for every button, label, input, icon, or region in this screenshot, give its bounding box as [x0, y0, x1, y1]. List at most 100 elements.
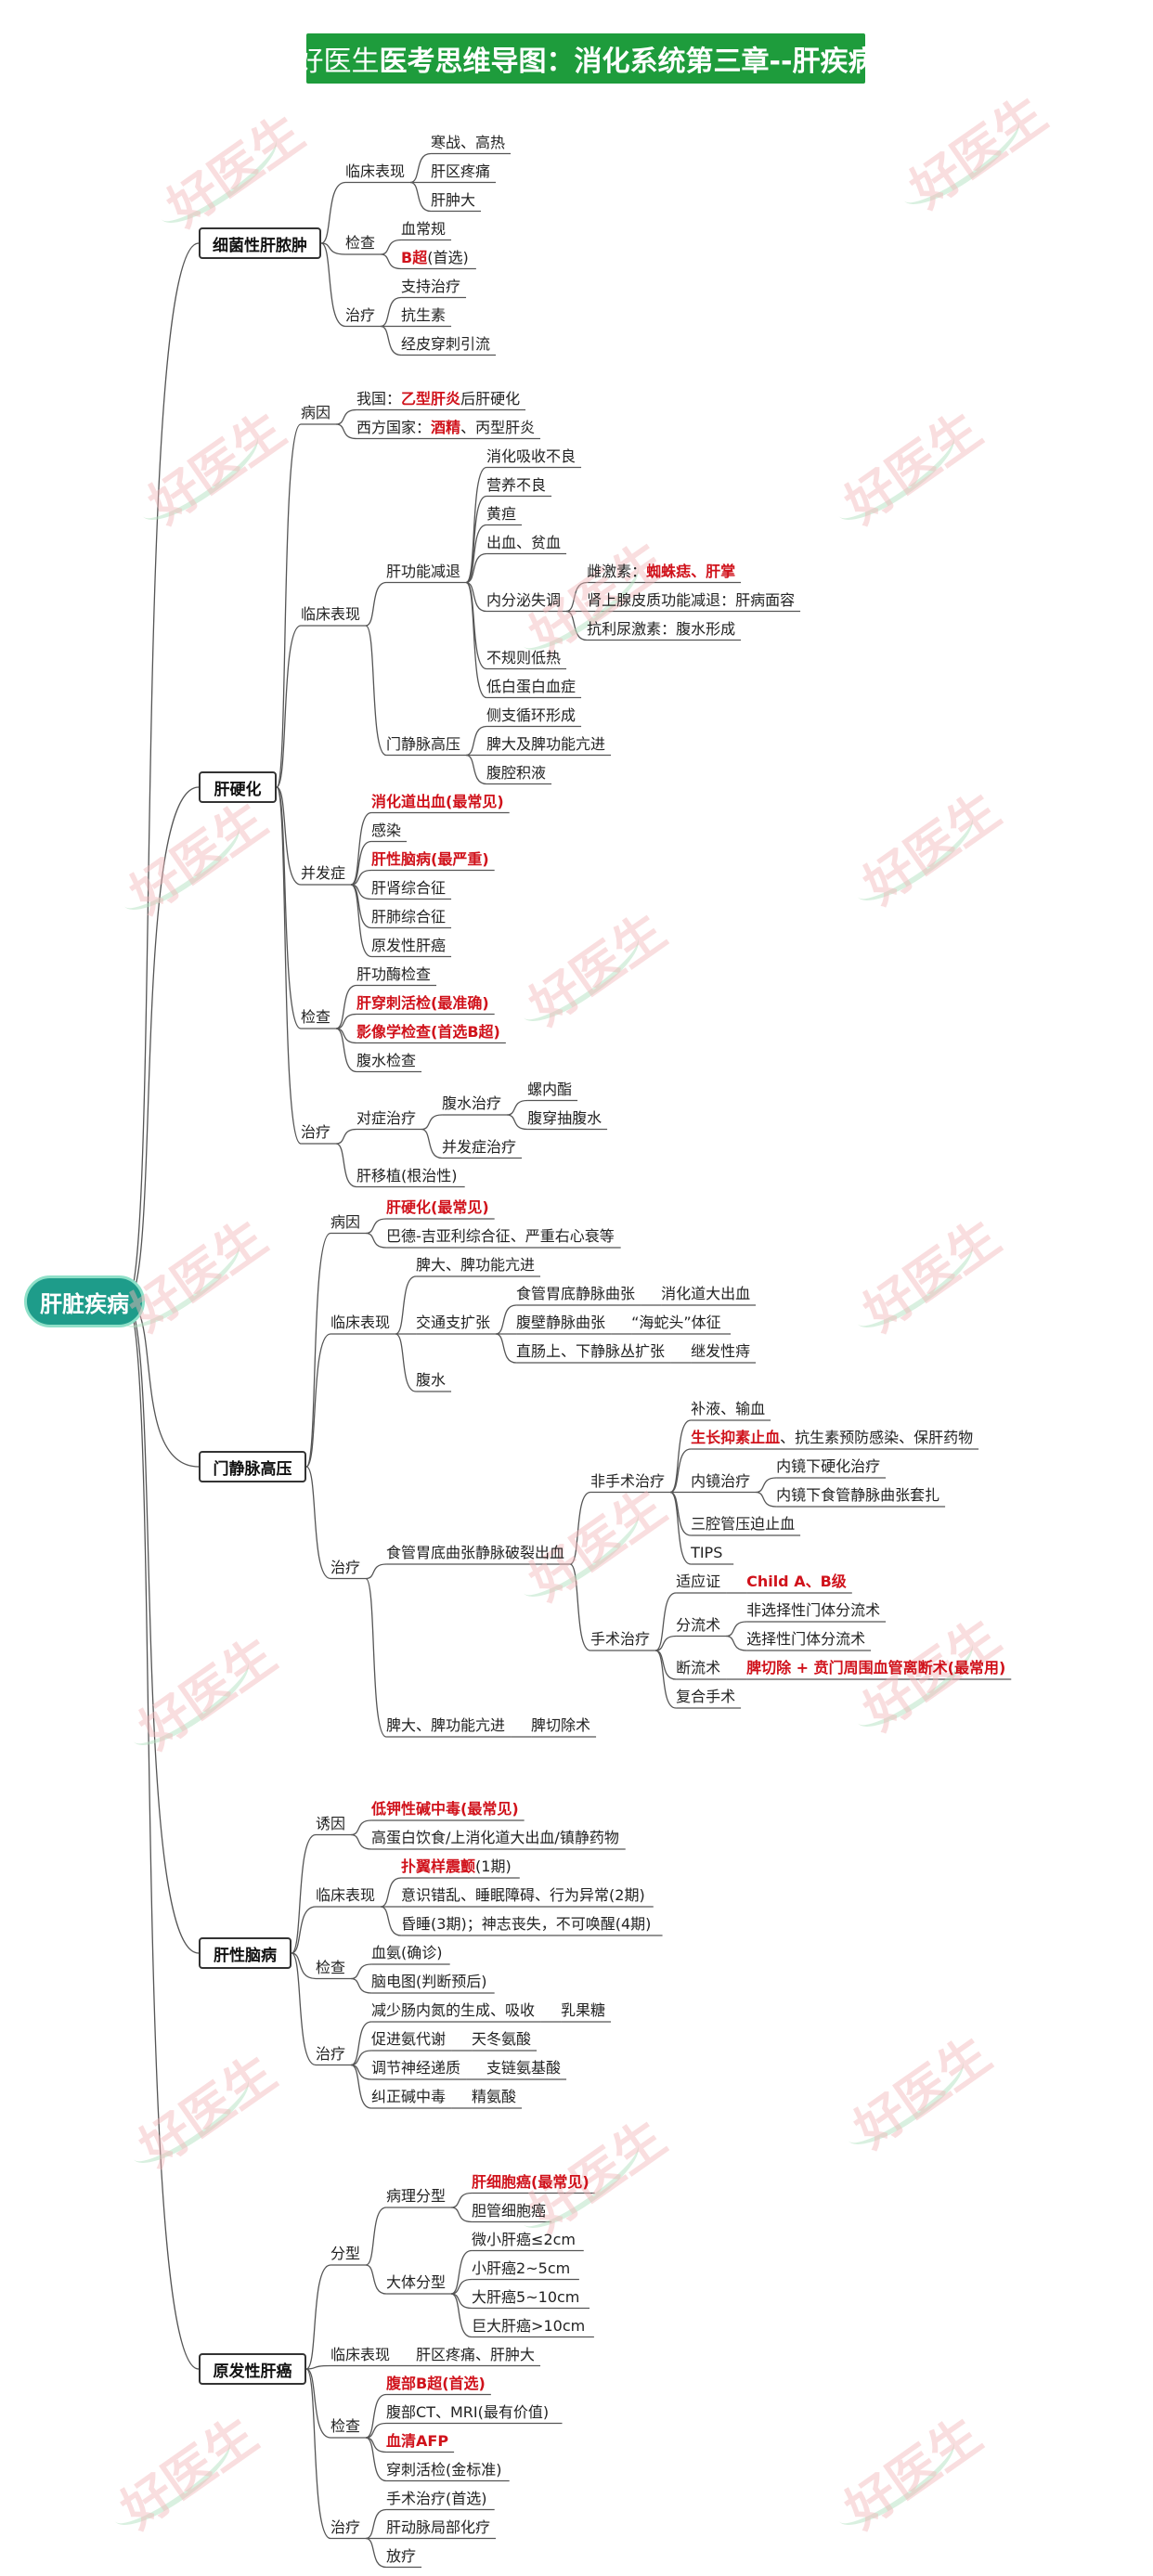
- connector: [654, 1592, 677, 1651]
- leaf-node: 腹穿抽腹水: [527, 1108, 602, 1127]
- branch-node: 病因: [330, 1212, 361, 1231]
- branch-node: 临床表现: [330, 1314, 391, 1331]
- leaf-node: 雌激素：蜘蛛痣、肝掌: [587, 562, 736, 580]
- connector: [276, 625, 302, 788]
- connector: [465, 495, 487, 584]
- branch-node: 内分泌失调: [486, 590, 562, 609]
- connector: [409, 181, 432, 213]
- leaf-node: 肾上腺皮质功能减退：肝病面容: [587, 590, 796, 609]
- connector: [465, 552, 487, 584]
- connector: [365, 2537, 387, 2569]
- leaf-node: 高蛋白饮食/上消化道大出血/镇静药物: [371, 1829, 619, 1846]
- connector: [125, 1301, 200, 2370]
- connector: [365, 2207, 387, 2266]
- connector: [350, 2050, 372, 2066]
- leaf-node: 腹水检查: [356, 1051, 417, 1069]
- leaf-node: 腹水: [416, 1371, 447, 1389]
- leaf-node: 肝移植(根治性): [356, 1166, 458, 1184]
- section-node: 门静脉高压: [199, 1451, 307, 1482]
- highlight-text: B超: [401, 248, 428, 266]
- connector: [450, 2192, 473, 2208]
- leaf-node: 消化道出血(最常见): [371, 793, 504, 811]
- leaf-node: 螺内酯: [527, 1080, 573, 1098]
- connector: [669, 1419, 692, 1494]
- branch-node: 食管胃底曲张静脉破裂出血: [386, 1544, 565, 1561]
- connector: [125, 242, 200, 1302]
- connector: [335, 984, 357, 1029]
- leaf-node: 肝肾综合征: [371, 878, 447, 897]
- leaf-node: 西方国家：酒精、丙型肝炎: [356, 418, 536, 436]
- connector: [335, 423, 357, 440]
- title-brand: 好医生: [295, 45, 380, 78]
- connector: [365, 581, 387, 627]
- leaf-node: 肝穿刺活检(最准确): [356, 994, 489, 1013]
- leaf-node: “海蛇头”体征: [631, 1314, 721, 1331]
- branch-node: 临床表现: [316, 1886, 376, 1904]
- connector: [305, 1232, 331, 1468]
- connector: [276, 786, 302, 1029]
- leaf-node: 胆管细胞癌: [472, 2201, 547, 2220]
- leaf-node: 抗利尿激素：腹水形成: [587, 619, 736, 638]
- connector: [669, 1491, 692, 1565]
- connector: [350, 1963, 372, 1980]
- leaf-node: 经皮穿刺引流: [401, 334, 491, 353]
- leaf-node: 血清AFP: [386, 2432, 448, 2451]
- branch-node: 检查: [330, 2417, 361, 2435]
- leaf-node: 肝动脉局部化疗: [386, 2518, 491, 2536]
- leaf-node: 肝区疼痛: [431, 162, 491, 180]
- connector: [305, 2368, 331, 2439]
- highlight-text: 血清AFP: [386, 2431, 449, 2450]
- connector: [450, 2207, 473, 2223]
- connector: [350, 1819, 372, 1836]
- branch-node: 减少肠内氮的生成、吸收: [371, 2001, 536, 2019]
- connector: [654, 1650, 677, 1709]
- connector: [305, 2264, 331, 2370]
- leaf-node: 原发性肝癌: [371, 936, 447, 954]
- leaf-node: 寒战、高热: [431, 133, 506, 151]
- branch-node: 治疗: [330, 1558, 361, 1576]
- highlight-text: 肝性脑病(最严重): [371, 849, 489, 868]
- connector: [495, 1333, 517, 1364]
- connector: [335, 1128, 357, 1145]
- connector: [305, 2368, 331, 2540]
- connector: [365, 2422, 387, 2439]
- leaf-node: 我国：乙型肝炎后肝硬化: [356, 389, 521, 408]
- leaf-node: 感染: [371, 821, 402, 839]
- connector: [350, 1977, 372, 1994]
- leaf-node: 不规则低热: [486, 648, 562, 667]
- leaf-node: 大肝癌5~10cm: [472, 2287, 580, 2306]
- leaf-node: 选择性门体分流术: [746, 1630, 866, 1648]
- leaf-node: 支链氨基酸: [486, 2059, 562, 2077]
- branch-node: 检查: [316, 1958, 346, 1976]
- branch-node: 脾大、脾功能亢进: [386, 1716, 506, 1734]
- leaf-node: 低钾性碱中毒(最常见): [371, 1800, 519, 1819]
- leaf-node: 肝区疼痛、肝肿大: [416, 2345, 536, 2363]
- branch-node: 临床表现: [301, 605, 361, 623]
- leaf-node: 黄疸: [486, 504, 517, 523]
- connector: [755, 1477, 777, 1494]
- highlight-text: 蜘蛛痣、肝掌: [646, 562, 736, 580]
- connector: [450, 2293, 473, 2338]
- leaf-node: 血氨(确诊): [371, 1944, 443, 1961]
- connector: [365, 2264, 387, 2295]
- leaf-node: 微小肝癌≤2cm: [472, 2230, 576, 2248]
- connector: [291, 1952, 317, 1980]
- leaf-node: 精氨酸: [472, 2088, 517, 2105]
- connector: [465, 466, 487, 584]
- branch-node: 适应证: [676, 1573, 721, 1590]
- connector: [291, 1952, 317, 2066]
- highlight-text: 消化道出血(最常见): [371, 792, 504, 810]
- branch-node: 病因: [301, 404, 331, 421]
- connector: [506, 1114, 528, 1131]
- leaf-node: 脾大及脾功能亢进: [486, 734, 606, 753]
- connector: [306, 2364, 331, 2370]
- connector: [380, 1906, 402, 1936]
- connector: [380, 296, 402, 328]
- branch-node: 对症治疗: [356, 1108, 417, 1127]
- connector: [365, 625, 387, 757]
- connector: [365, 2393, 387, 2439]
- connector: [365, 2437, 387, 2482]
- leaf-node: 巴德-吉亚利综合征、严重右心衰等: [386, 1227, 615, 1245]
- connector: [380, 325, 402, 356]
